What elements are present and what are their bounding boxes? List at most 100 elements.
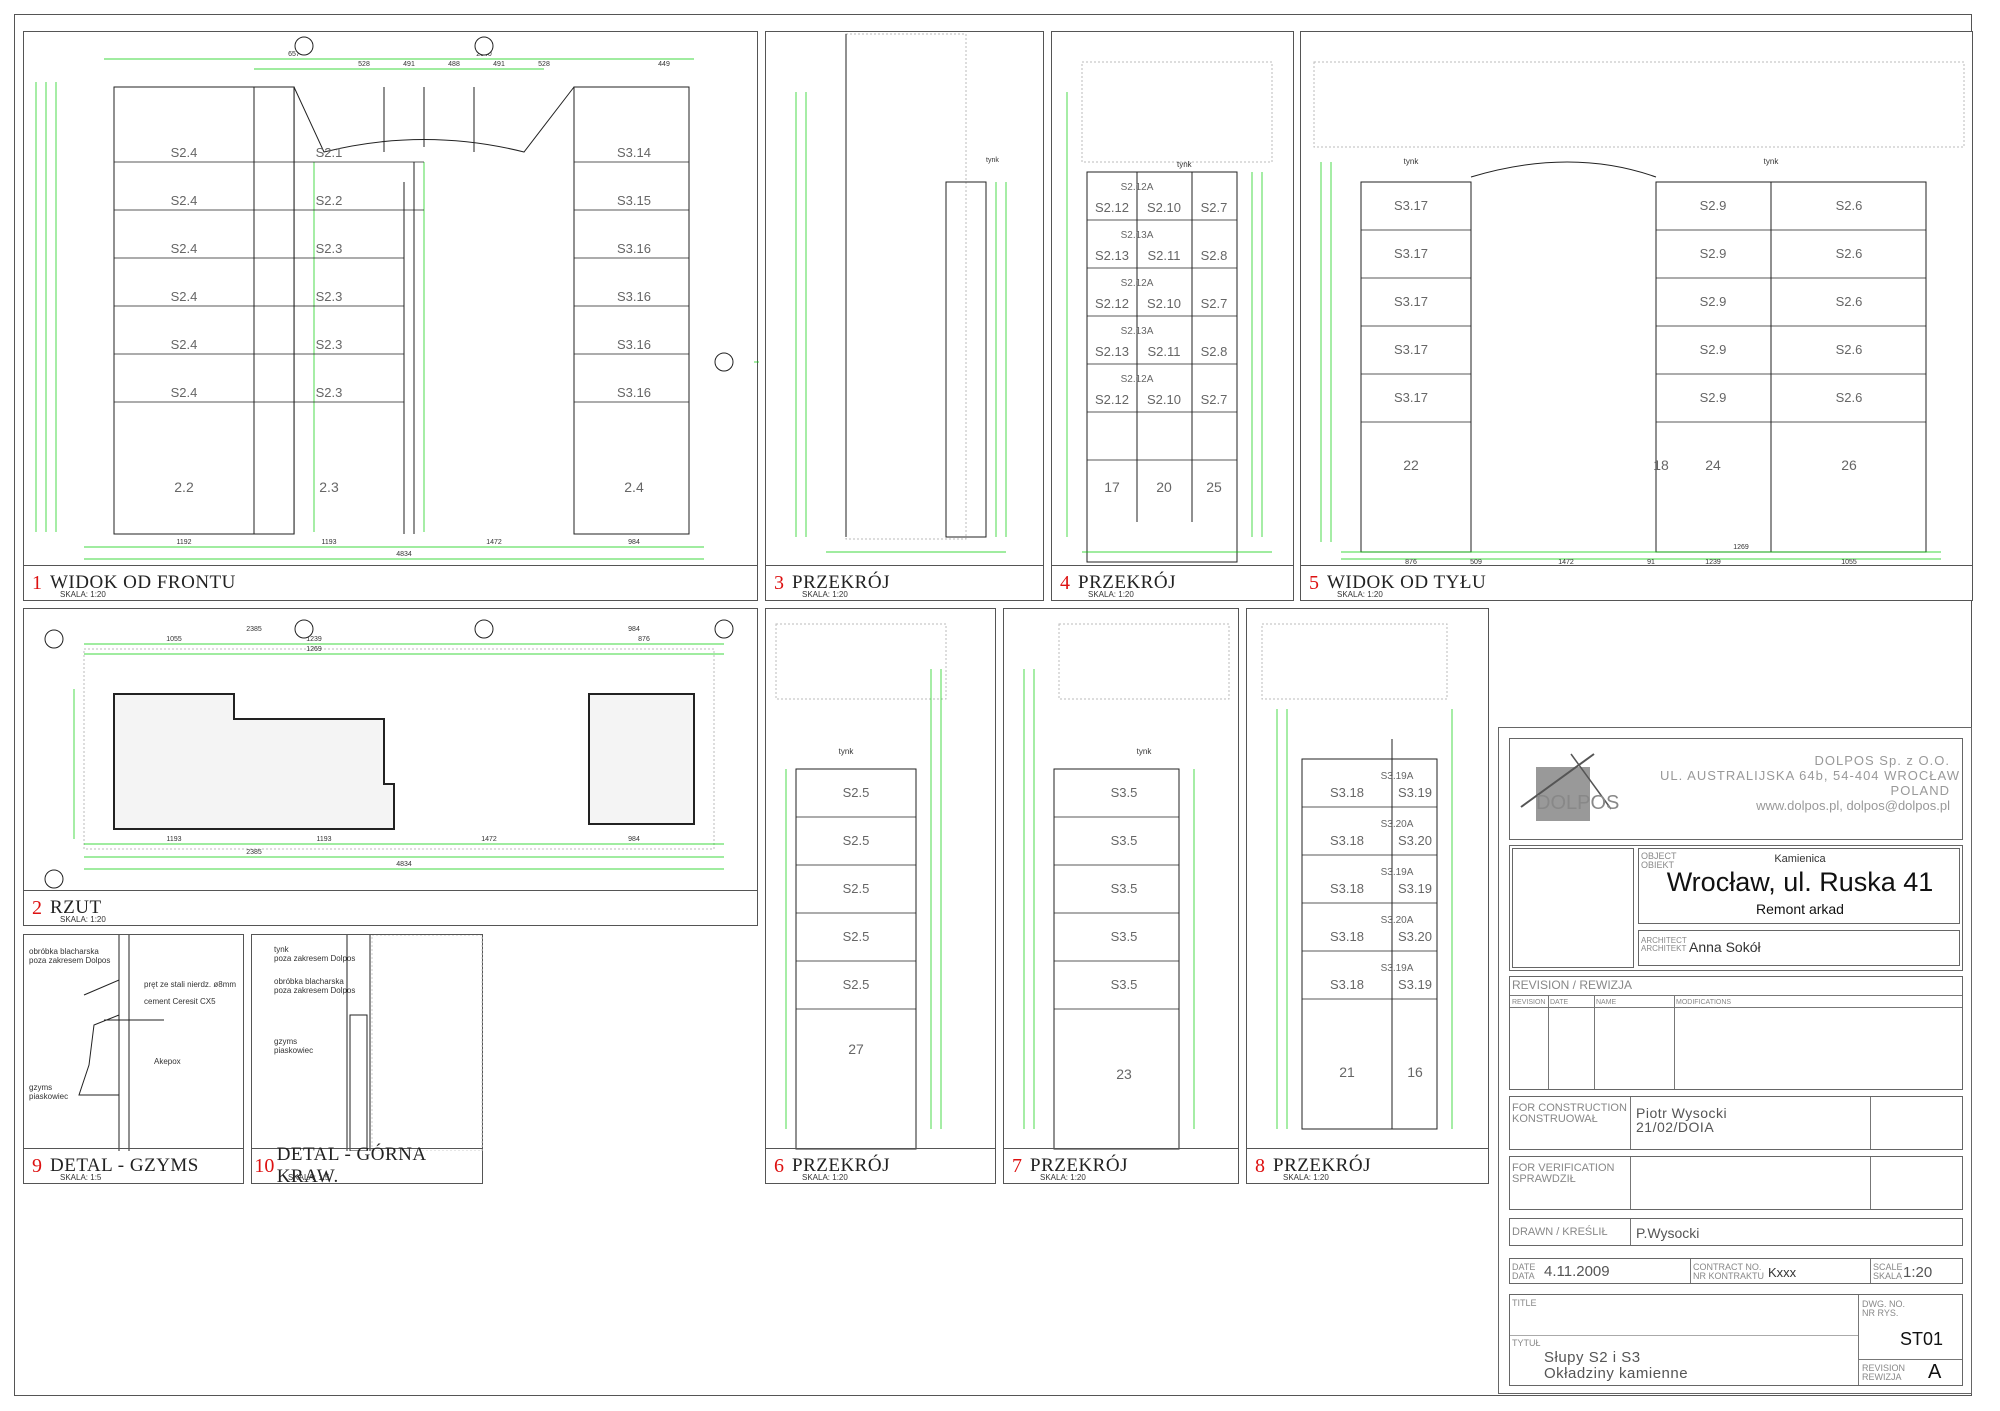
object-line3: Remont arkad — [1756, 901, 1844, 917]
s8-label: S3.19 — [1398, 785, 1432, 800]
s6-label: S2.5 — [843, 977, 870, 992]
dolpos-logo — [1520, 753, 1612, 821]
back-label: S2.9 — [1700, 246, 1727, 261]
s8-thin-label: S3.20A — [1381, 819, 1414, 830]
back-label: S2.6 — [1836, 246, 1863, 261]
dimension-text: 876 — [1405, 559, 1417, 566]
s7-label: S3.5 — [1111, 785, 1138, 800]
detail-note: gzyms — [29, 1083, 53, 1092]
s6-label: S2.5 — [843, 881, 870, 896]
s4-label: S2.8 — [1201, 344, 1228, 359]
dimension-text: 984 — [628, 626, 640, 633]
company-name: DOLPOS Sp. z O.O. — [1814, 753, 1950, 768]
front-label: S2.3 — [316, 241, 343, 256]
architect-name: Anna Sokół — [1689, 939, 1761, 955]
date-label: DATE — [1512, 1262, 1536, 1272]
front-label: S2.4 — [171, 385, 198, 400]
dimension-text: 528 — [358, 61, 370, 68]
view-8-caption: 8 PRZEKRÓJ SKALA: 1:20 — [1247, 1148, 1488, 1183]
view-title: DETAL - GÓRNA KRAW. — [276, 1144, 426, 1187]
detail-note: tynk — [274, 945, 289, 954]
s8-label: S3.18 — [1330, 881, 1364, 896]
view-scale: SKALA: 1:20 — [1283, 1173, 1329, 1182]
front-label: S2.3 — [316, 289, 343, 304]
front-label: S2.4 — [171, 193, 198, 208]
view-title: PRZEKRÓJ — [1273, 1155, 1371, 1176]
view-scale: SKALA: 1:20 — [1040, 1173, 1086, 1182]
dimension-text: 1472 — [1558, 559, 1574, 566]
dimension-text: 1055 — [166, 636, 182, 643]
revision-col: MODIFICATIONS — [1676, 999, 1732, 1006]
view-scale: SKALA: 1:20 — [1337, 590, 1383, 599]
back-label: 18 — [1653, 457, 1669, 473]
object-label-pl: OBIEKT — [1641, 860, 1675, 870]
revision-table: REVISION / REWIZJA REVISION DATE NAME MO… — [1509, 976, 1963, 1090]
s4-thin-label: S2.12A — [1121, 278, 1154, 289]
view-number: 3 — [774, 571, 784, 594]
view-10-caption: 10 DETAL - GÓRNA KRAW. SKALA: 1:5 — [252, 1144, 482, 1187]
title-block: DOLPOS DOLPOS Sp. z O.O. UL. AUSTRALIJSK… — [1498, 727, 1972, 1394]
dimension-text: 1269 — [306, 646, 322, 653]
dimension-text: 91 — [1647, 559, 1655, 566]
dimension-text: 528 — [538, 61, 550, 68]
dwg-number: ST01 — [1900, 1329, 1944, 1349]
view-title: RZUT — [50, 897, 102, 918]
view-7-caption: 7 PRZEKRÓJ SKALA: 1:20 — [1004, 1148, 1238, 1183]
view-6-caption: 6 PRZEKRÓJ SKALA: 1:20 — [766, 1148, 995, 1183]
course-joints — [114, 161, 689, 403]
dimension-text: 876 — [638, 636, 650, 643]
object-blank — [1512, 848, 1634, 968]
dimension-text: 1269 — [1733, 544, 1749, 551]
view-scale: SKALA: 1:20 — [1088, 590, 1134, 599]
back-label: S3.17 — [1394, 294, 1428, 309]
back-label: 24 — [1705, 457, 1721, 473]
construction-label-pl: KONSTRUOWAŁ — [1512, 1113, 1598, 1125]
rev-label-pl: REWIZJA — [1862, 1372, 1902, 1382]
architect-label-pl: ARCHITEKT — [1641, 944, 1687, 953]
view-number: 2 — [32, 896, 42, 919]
dimension-text: 1193 — [316, 836, 331, 843]
constructor-name: Piotr Wysocki — [1636, 1105, 1728, 1121]
scale-label-pl: SKALA — [1873, 1271, 1903, 1281]
detail-note: Akepox — [154, 1057, 181, 1066]
detail-note: obróbka blacharska — [29, 947, 99, 956]
s8-thin-label: S3.19A — [1381, 867, 1414, 878]
view-5-back: tynk tynk S3.17 S3.17 S3.17 S3.17 S3.17 … — [1300, 31, 1973, 601]
s4-thin-label: S2.13A — [1121, 326, 1154, 337]
s8-label: S3.18 — [1330, 785, 1364, 800]
company-box: DOLPOS DOLPOS Sp. z O.O. UL. AUSTRALIJSK… — [1509, 738, 1963, 840]
constructor-code: 21/02/DOIA — [1636, 1119, 1715, 1135]
object-line1: Kamienica — [1774, 853, 1826, 865]
s4-thin-label: S2.13A — [1121, 230, 1154, 241]
view-scale: SKALA: 1:5 — [60, 1173, 102, 1182]
view-number: 8 — [1255, 1154, 1265, 1177]
section-7-drawing: tynk S3.5 S3.5 S3.5 S3.5 S3.5 23 — [1023, 623, 1230, 1150]
title-line1: Słupy S2 i S3 — [1544, 1349, 1641, 1366]
detail-note: poza zakresem Dolpos — [29, 956, 111, 965]
front-label: S2.3 — [316, 337, 343, 352]
s6-label: S2.5 — [843, 929, 870, 944]
date-row: DATE DATA 4.11.2009 CONTRACT NO. NR KONT… — [1509, 1258, 1963, 1284]
drawing-title-box: TITLE TYTUŁ Słupy S2 i S3 Okładziny kami… — [1509, 1294, 1963, 1386]
dimension-text: 1055 — [1841, 559, 1857, 566]
back-label: S3.17 — [1394, 342, 1428, 357]
dimension-text: 491 — [403, 61, 415, 68]
dwg-label: DWG. NO. — [1862, 1299, 1905, 1309]
s8-label: S3.18 — [1330, 833, 1364, 848]
verification-label: FOR VERIFICATION — [1512, 1162, 1615, 1174]
back-label: S3.17 — [1394, 198, 1428, 213]
dimension-text: 1239 — [1705, 559, 1721, 566]
verification-label-pl: SPRAWDZIŁ — [1512, 1173, 1576, 1185]
view-2-plan: 1055 2385 1239 1269 984 876 1193 1193 14… — [23, 608, 758, 926]
view-8-section: S3.18 S3.18 S3.18 S3.18 S3.18 S3.19 S3.2… — [1246, 608, 1489, 1184]
view-title: PRZEKRÓJ — [1030, 1155, 1128, 1176]
view-title: WIDOK OD TYŁU — [1327, 572, 1487, 593]
revision-col: REVISION — [1512, 999, 1546, 1006]
front-label: S3.16 — [617, 337, 651, 352]
date-label-pl: DATA — [1512, 1271, 1535, 1281]
view-number: 1 — [32, 571, 42, 594]
back-label: S3.17 — [1394, 246, 1428, 261]
s4-label: S2.13 — [1095, 344, 1129, 359]
front-label: S2.4 — [171, 289, 198, 304]
